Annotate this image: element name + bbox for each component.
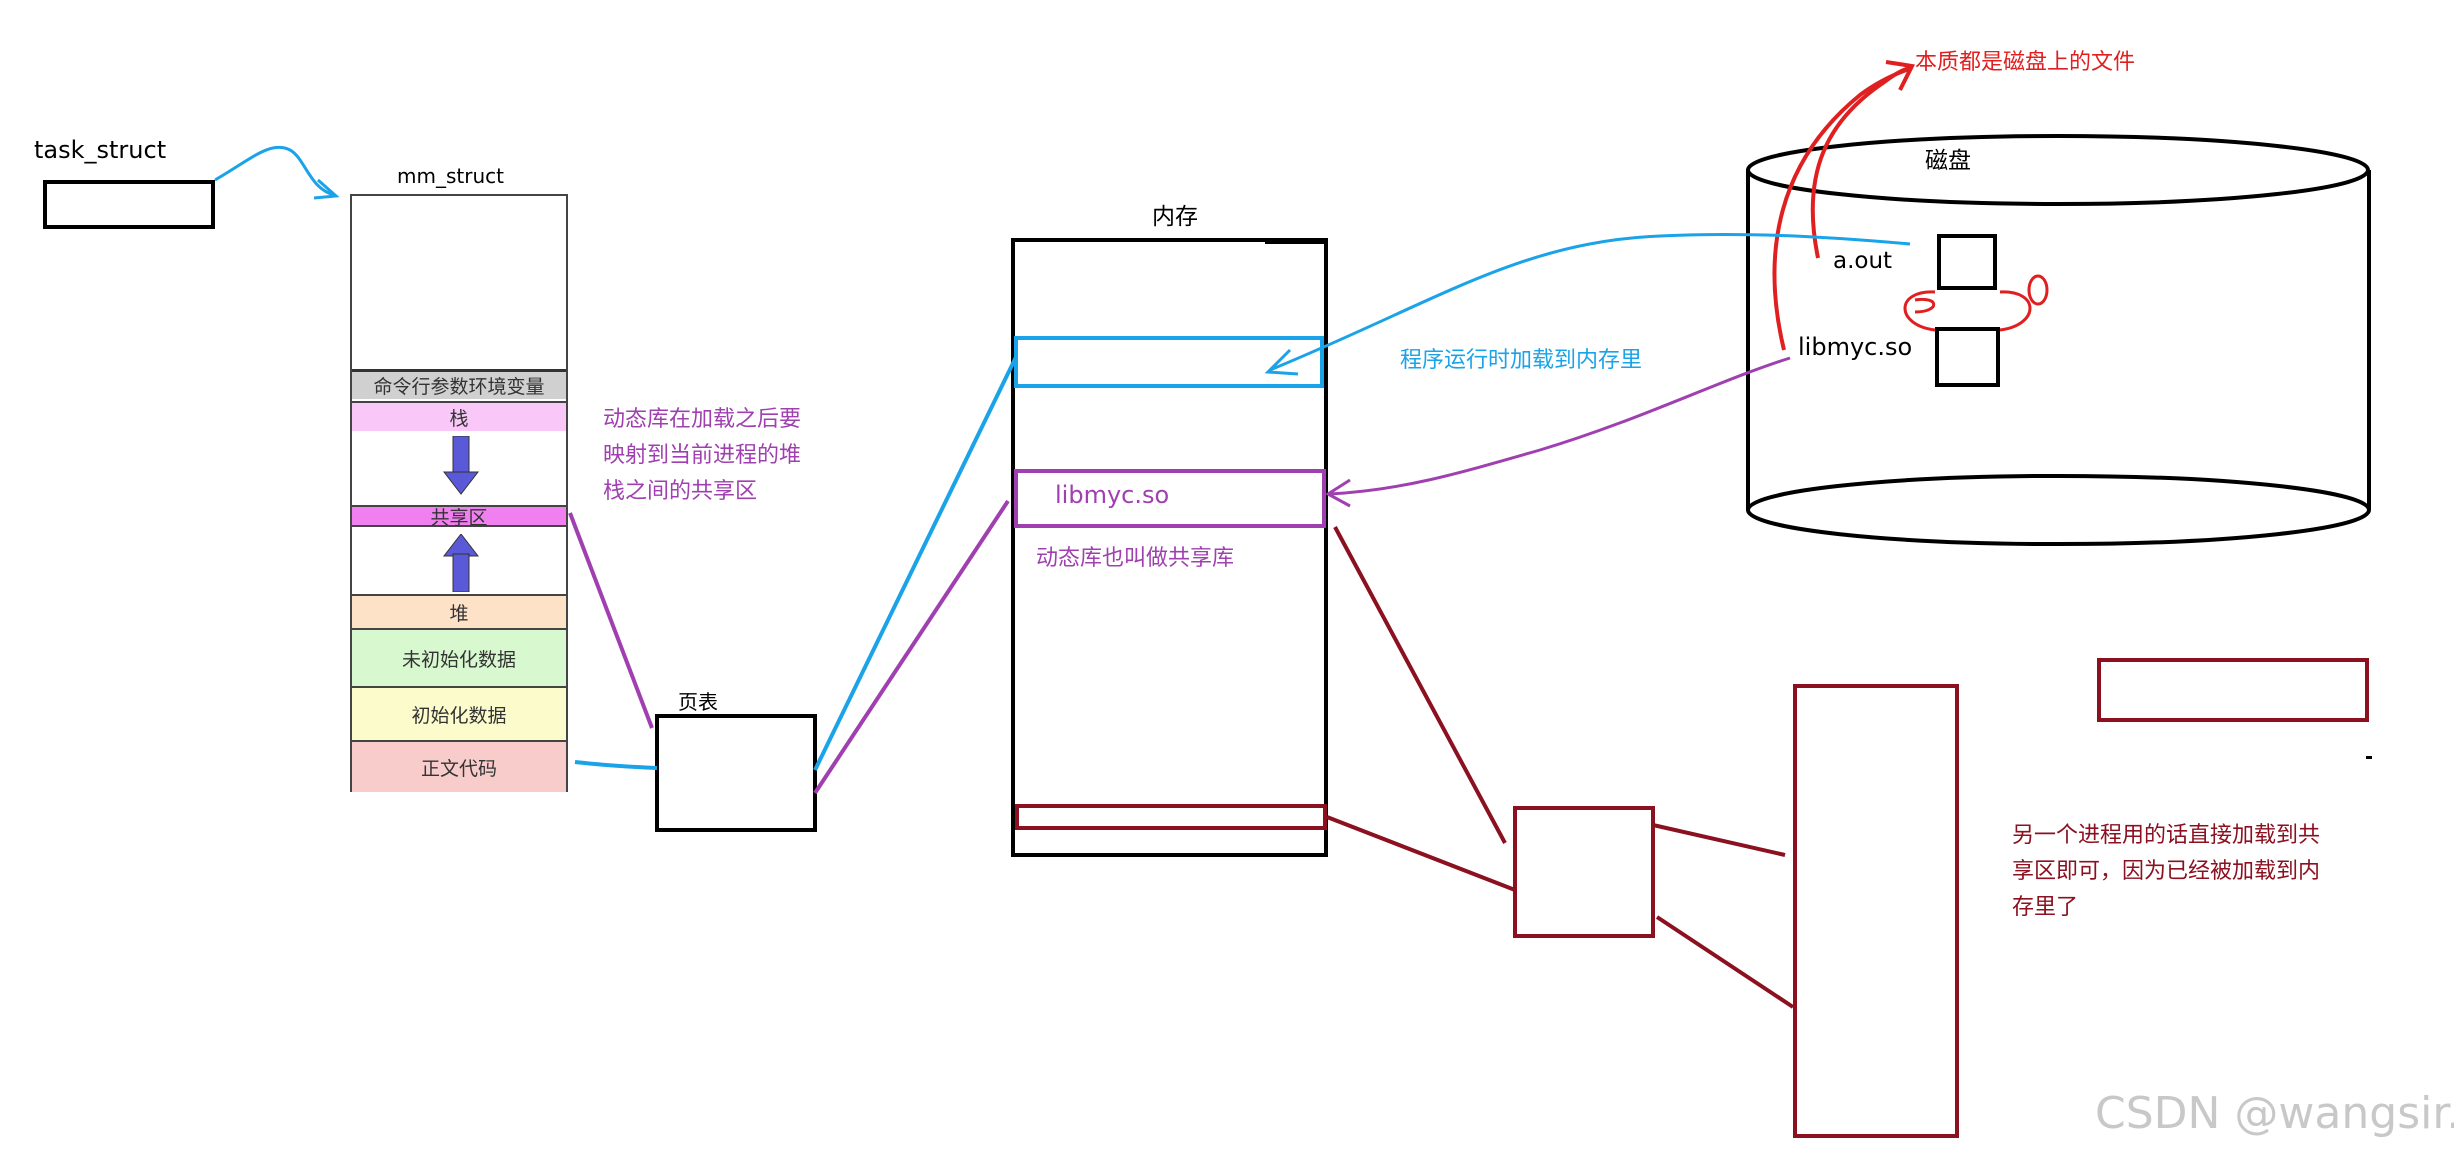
mm-seg-heap: 堆 (352, 594, 566, 628)
libmyc-to-pt2-line (1333, 526, 1507, 844)
other-note-line-2: 享区即可，因为已经被加载到内 (2012, 859, 2321, 884)
mm-seg-shared: 共享区 (352, 505, 566, 529)
libmyc-mem-label: libmyc.so (1055, 481, 1170, 509)
mapped-note: 动态库在加载之后要 映射到当前进程的堆 栈之间的共享区 (603, 402, 801, 510)
disk-top (1746, 134, 2370, 206)
task-struct-2-box (2097, 658, 2369, 722)
other-process-note: 另一个进程用的话直接加载到共 享区即可，因为已经被加载到内 存里了 (2012, 818, 2320, 926)
mm-seg-bss: 未初始化数据 (352, 628, 566, 686)
libmyc-disk-label: libmyc.so (1798, 333, 1913, 361)
memory-libmyc-region (1014, 469, 1326, 528)
stray-mark (2366, 756, 2372, 759)
shared-lib-aka-label: 动态库也叫做共享库 (1036, 546, 1235, 571)
mapped-note-line-2: 映射到当前进程的堆 (603, 443, 802, 468)
text-to-pagetable-line (574, 760, 658, 770)
page-table-2-box (1513, 806, 1655, 938)
loop-mark-right (1999, 290, 2032, 332)
mapped-note-line-3: 栈之间的共享区 (603, 479, 758, 504)
pagetable-to-blue-region (813, 356, 1018, 771)
stack-down-arrow-icon (442, 436, 480, 495)
pagetable-to-libmyc-region (813, 499, 1010, 795)
load-arrow (1269, 232, 1911, 372)
essence-line-1 (1810, 66, 1911, 259)
mapped-note-line-1: 动态库在加载之后要 (603, 407, 802, 432)
aout-file-box (1937, 234, 1997, 290)
disk-bottom (1746, 473, 2372, 547)
page-table-label: 页表 (678, 690, 718, 714)
load-arrowhead (1264, 348, 1299, 376)
libmyc-file-box (1935, 327, 2000, 387)
pt2-to-mm2-upper (1652, 823, 1786, 857)
essence-arrowhead (1885, 60, 1916, 91)
heap-up-arrow-icon (442, 534, 480, 592)
shared-to-pt2-line (1326, 815, 1516, 892)
load-runtime-label: 程序运行时加载到内存里 (1400, 348, 1643, 373)
aout-label: a.out (1833, 248, 1893, 274)
essence-line-2 (1772, 66, 1913, 351)
watermark: CSDN @wangsir. (2095, 1088, 2454, 1139)
other-note-line-1: 另一个进程用的话直接加载到共 (2012, 823, 2321, 848)
loop-mark-left (1903, 290, 1936, 332)
task-struct-box (43, 180, 215, 229)
memory-label: 内存 (1152, 204, 1198, 230)
memory-box (1011, 238, 1328, 857)
disk-body (1746, 170, 2371, 510)
memory-shared-region (1015, 804, 1327, 830)
loop-mark-circle (2027, 274, 2049, 306)
memory-box-topmark (1265, 238, 1325, 244)
mm-struct-label: mm_struct (397, 164, 504, 188)
mm-struct-box: 命令行参数环境变量 栈 共享区 堆 未初始化数据 初始化数据 正文代码 (350, 194, 568, 792)
libmyc-load-arrow (1329, 356, 1791, 496)
pt2-to-mm2-lower (1655, 915, 1795, 1009)
task-to-mm-arrowhead (313, 178, 340, 200)
mm-struct-2-box (1793, 684, 1959, 1138)
memory-loaded-region (1014, 336, 1324, 388)
disk-label: 磁盘 (1925, 148, 1971, 174)
mm-seg-env: 命令行参数环境变量 (352, 369, 566, 399)
other-note-line-3: 存里了 (2012, 895, 2079, 920)
essence-label: 本质都是磁盘上的文件 (1915, 50, 2136, 75)
task-to-mm-arrow (214, 145, 336, 197)
mm-seg-data: 初始化数据 (352, 686, 566, 740)
mm-seg-stack: 栈 (352, 401, 566, 431)
loop-mark-left-2 (1914, 297, 1936, 314)
libmyc-load-arrowhead (1325, 478, 1351, 508)
shared-to-pagetable-line (568, 512, 654, 729)
task-struct-label: task_struct (34, 136, 167, 164)
mm-seg-text: 正文代码 (352, 740, 566, 792)
page-table-box (655, 714, 817, 832)
